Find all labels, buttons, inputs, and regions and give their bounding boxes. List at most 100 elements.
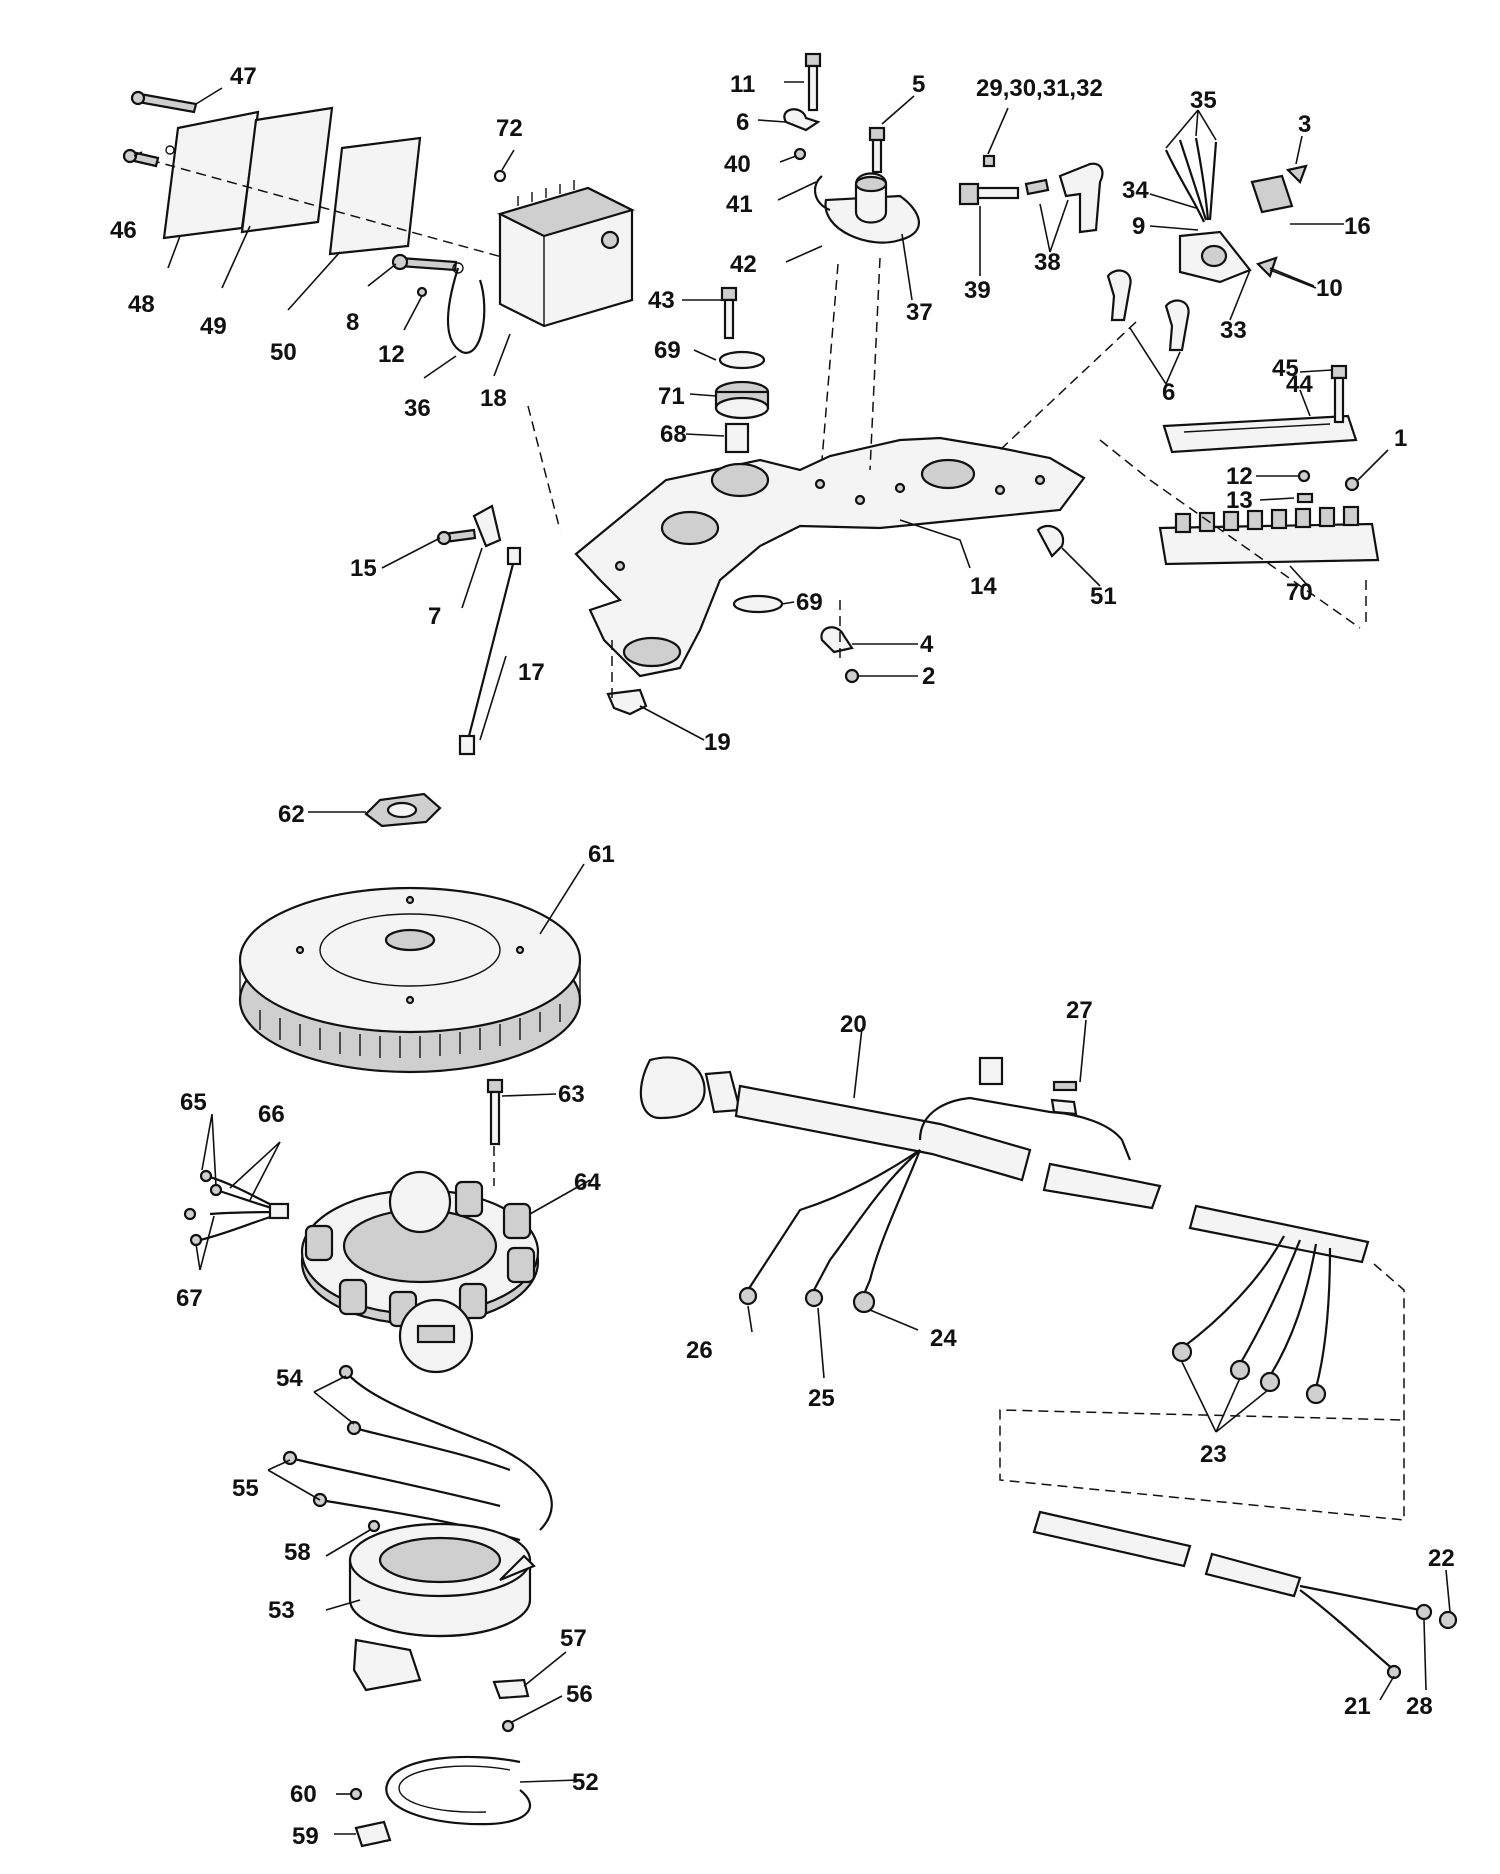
callout-5: 5 xyxy=(912,71,925,98)
callout-15: 15 xyxy=(350,555,377,582)
callout-59: 59 xyxy=(292,1823,319,1850)
callout-45: 45 xyxy=(1272,355,1299,382)
jumper-13 xyxy=(1296,492,1314,504)
callout-68: 68 xyxy=(660,421,687,448)
clamp-51 xyxy=(1036,524,1065,558)
screw-12 xyxy=(416,286,428,298)
callout-4: 4 xyxy=(920,631,934,658)
callout-8: 8 xyxy=(346,309,359,336)
backing-plate xyxy=(328,136,422,256)
screw-56 xyxy=(501,1719,515,1733)
fuse-27 xyxy=(1052,1080,1078,1092)
callout-labels: 1 2 3 4 5 6 6 7 8 9 10 11 12 12 13 14 15… xyxy=(110,63,1455,1850)
stator-64 xyxy=(300,1170,540,1374)
callout-35: 35 xyxy=(1190,87,1217,114)
screw-43 xyxy=(720,286,738,340)
terminal-block-70 xyxy=(1158,505,1380,566)
lead-35 xyxy=(1165,137,1218,223)
extension-harness xyxy=(1032,1510,1458,1680)
callout-25: 25 xyxy=(808,1385,835,1412)
callout-47: 47 xyxy=(230,63,257,90)
callout-23: 23 xyxy=(1200,1441,1227,1468)
spark-plug-terminal-39 xyxy=(958,182,1020,206)
callout-9: 9 xyxy=(1132,213,1145,240)
screw-3 xyxy=(1285,164,1308,184)
callout-2: 2 xyxy=(922,663,935,690)
callout-49: 49 xyxy=(200,313,227,340)
clamp-57 xyxy=(492,1678,530,1700)
callout-55: 55 xyxy=(232,1475,259,1502)
washer-69-bottom xyxy=(732,594,784,614)
clamp-4 xyxy=(820,626,854,654)
callout-65: 65 xyxy=(180,1089,207,1116)
screw-5 xyxy=(868,126,886,174)
callout-38: 38 xyxy=(1034,249,1061,276)
callout-6-right: 6 xyxy=(1162,379,1175,406)
leader-lines xyxy=(133,81,1451,1835)
nut-62 xyxy=(364,792,442,828)
callout-71: 71 xyxy=(658,383,685,410)
callout-72: 72 xyxy=(496,115,523,142)
sensor-leads-54-55 xyxy=(282,1364,553,1542)
clamp-16 xyxy=(1250,174,1294,214)
callout-22: 22 xyxy=(1428,1545,1455,1572)
callout-12-right: 12 xyxy=(1226,463,1253,490)
callout-29-32: 29,30,31,32 xyxy=(976,75,1103,102)
callout-24: 24 xyxy=(930,1325,957,1352)
screw-63 xyxy=(486,1078,504,1146)
callout-70: 70 xyxy=(1286,579,1313,606)
terminal-29-32 xyxy=(982,154,996,168)
power-pack-18 xyxy=(497,180,635,328)
callout-1: 1 xyxy=(1394,425,1407,452)
callout-12-left: 12 xyxy=(378,341,405,368)
callout-56: 56 xyxy=(566,1681,593,1708)
cover-plate-group xyxy=(149,106,521,263)
callout-36: 36 xyxy=(404,395,431,422)
ground-lead-36 xyxy=(446,262,486,354)
ground-strap-17 xyxy=(458,546,522,756)
screw-11 xyxy=(804,52,822,112)
grommet-71 xyxy=(714,380,770,420)
callout-52: 52 xyxy=(572,1769,599,1796)
grommet-33 xyxy=(1178,230,1252,284)
clamp-6-right xyxy=(1106,269,1190,352)
callout-67: 67 xyxy=(176,1285,203,1312)
screw-45 xyxy=(1330,364,1348,424)
screw-1 xyxy=(1344,476,1360,492)
gasket-plate xyxy=(240,106,334,234)
callout-43: 43 xyxy=(648,287,675,314)
callout-16: 16 xyxy=(1344,213,1371,240)
sleeve-68 xyxy=(724,422,750,454)
callout-14: 14 xyxy=(970,573,997,600)
bracket-7 xyxy=(472,504,502,548)
mounting-bracket-14 xyxy=(574,436,1086,678)
clamp-6-top xyxy=(783,108,821,132)
callout-13: 13 xyxy=(1226,487,1253,514)
screw-46 xyxy=(122,148,160,168)
plug-72 xyxy=(493,169,507,183)
flywheel-61 xyxy=(238,886,582,1074)
screw-10 xyxy=(1255,256,1278,279)
callout-37: 37 xyxy=(906,299,933,326)
callout-41: 41 xyxy=(726,191,753,218)
screw-47 xyxy=(130,90,198,114)
callout-62: 62 xyxy=(278,801,305,828)
wiring-harness-20 xyxy=(639,1056,1370,1314)
callout-53: 53 xyxy=(268,1597,295,1624)
callout-40: 40 xyxy=(724,151,751,178)
callout-19: 19 xyxy=(704,729,731,756)
callout-11: 11 xyxy=(730,71,755,98)
callout-10: 10 xyxy=(1316,275,1343,302)
callout-60: 60 xyxy=(290,1781,317,1808)
ignition-coil-37 xyxy=(813,172,921,244)
boot-38 xyxy=(1024,162,1104,234)
retaining-ring-52 xyxy=(385,1755,531,1826)
bolt-8 xyxy=(391,253,458,272)
callout-20: 20 xyxy=(840,1011,867,1038)
callout-64: 64 xyxy=(574,1169,601,1196)
callout-61: 61 xyxy=(588,841,615,868)
callout-34: 34 xyxy=(1122,177,1149,204)
callout-18: 18 xyxy=(480,385,507,412)
callout-66: 66 xyxy=(258,1101,285,1128)
